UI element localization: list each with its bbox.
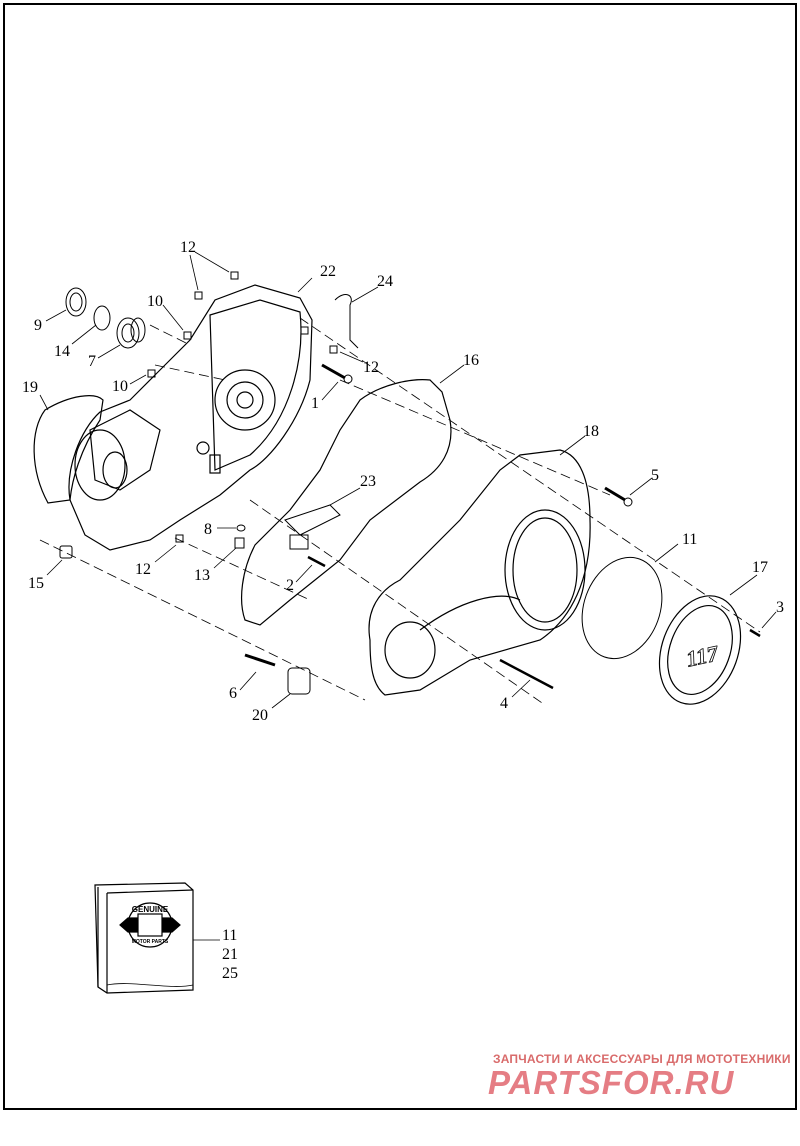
callout-7: 7 [88, 353, 96, 370]
callout-1: 1 [311, 395, 319, 412]
oring-8 [236, 524, 246, 532]
watermark-tagline: ЗАПЧАСТИ И АКСЕССУАРЫ ДЛЯ МОТОТЕХНИКИ [493, 1052, 791, 1066]
gasket-ring-11 [581, 556, 663, 660]
leader-lines [39, 251, 777, 941]
callout-16: 16 [463, 352, 479, 369]
callout-4: 4 [500, 695, 508, 712]
spring-clip-24 [334, 294, 359, 349]
callout-10b: 10 [112, 378, 128, 395]
callout-11: 11 [682, 531, 697, 548]
diagram-frame [3, 3, 797, 1110]
bolt-5 [604, 486, 633, 507]
inner-primary-housing-22 [68, 284, 313, 551]
screw-3 [749, 628, 761, 638]
callout-6: 6 [229, 685, 237, 702]
cover-badge-117: 117 [684, 640, 721, 671]
callout-2: 2 [286, 577, 294, 594]
seal-9 [65, 287, 87, 317]
dowels-12-10 [147, 271, 338, 543]
callout-5: 5 [651, 467, 659, 484]
retaining-ring-14 [93, 305, 111, 331]
kit-logo-top: GENUINE [132, 905, 169, 914]
callout-12b: 12 [363, 359, 379, 376]
callout-14: 14 [54, 343, 70, 360]
callout-12a: 12 [180, 239, 196, 256]
callout-8: 8 [204, 521, 212, 538]
callout-24: 24 [377, 273, 393, 290]
callout-15: 15 [28, 575, 44, 592]
callout-17: 17 [752, 559, 768, 576]
bushing-15 [59, 545, 73, 559]
callout-18: 18 [583, 423, 599, 440]
tensioner-23 [284, 504, 341, 550]
callout-13: 13 [194, 567, 210, 584]
callout-9: 9 [34, 317, 42, 334]
kit-item: 25 [222, 965, 238, 982]
kit-item-list: 11 21 25 [222, 926, 238, 983]
watermark-brand: PARTSFOR.RU [488, 1064, 735, 1101]
bolt-1 [321, 363, 353, 384]
parts-kit-box [94, 882, 194, 994]
assembly-lines [39, 317, 761, 706]
plug-13 [234, 537, 245, 549]
bearing-7 [116, 317, 146, 349]
outer-primary-cover-18 [368, 449, 591, 696]
callout-10a: 10 [147, 293, 163, 310]
derby-cover-17 [658, 595, 742, 705]
gasket-16 [240, 379, 452, 626]
callout-20: 20 [252, 707, 268, 724]
callout-23: 23 [360, 473, 376, 490]
kit-item: 11 [222, 927, 238, 944]
bolt-4 [499, 658, 554, 690]
kit-item: 21 [222, 946, 238, 963]
callout-12c: 12 [135, 561, 151, 578]
callout-19: 19 [22, 379, 38, 396]
stud-6 [244, 653, 276, 667]
bolt-2 [307, 555, 326, 568]
kit-logo-bottom: MOTOR PARTS [132, 939, 169, 945]
spacer-20 [287, 667, 311, 695]
callout-3: 3 [776, 599, 784, 616]
callout-22: 22 [320, 263, 336, 280]
callout-layer: 1 2 3 4 5 6 7 8 9 10 10 11 12 12 12 13 1… [22, 239, 784, 724]
